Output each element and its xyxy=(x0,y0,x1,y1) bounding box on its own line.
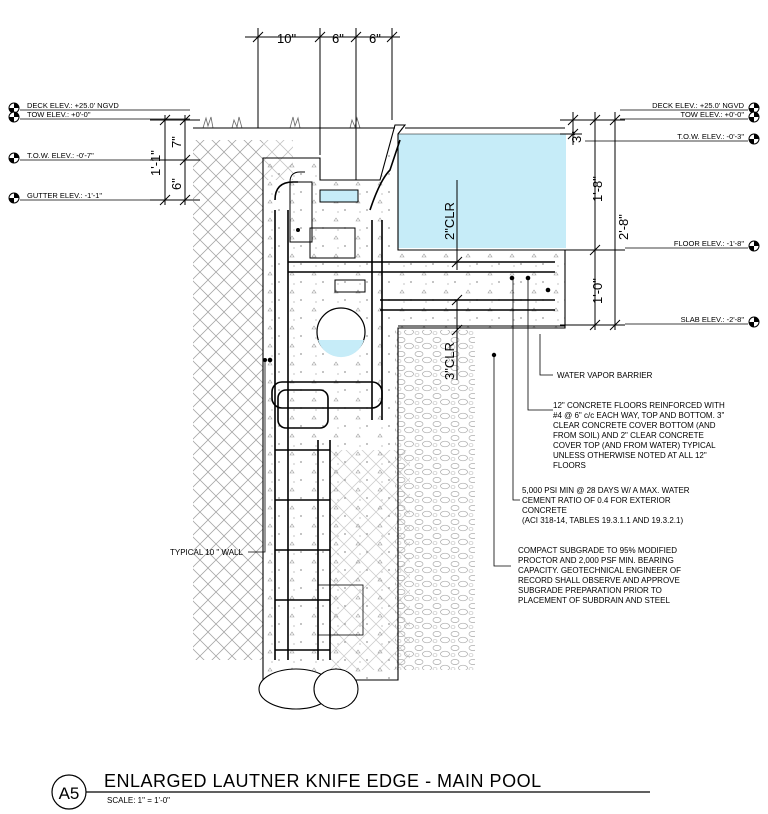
svg-text:SUBGRADE PREPARATION PRIOR TO: SUBGRADE PREPARATION PRIOR TO xyxy=(518,586,662,595)
rebar-dots xyxy=(267,228,551,363)
right-slab-elev: SLAB ELEV.: -2'-8" xyxy=(681,315,745,324)
dim-left-lower: 6" xyxy=(169,178,184,190)
dim-right-1-8: 1'-8" xyxy=(590,176,605,202)
elevation-markers-right xyxy=(585,102,760,328)
note-leaders xyxy=(248,280,553,567)
svg-text:12" CONCRETE FLOORS REINFORCED: 12" CONCRETE FLOORS REINFORCED WITH xyxy=(553,401,725,410)
right-deck-elev: DECK ELEV.: +25.0' NGVD xyxy=(652,101,744,110)
clr-3in: 3"CLR xyxy=(442,342,457,380)
svg-text:CAPACITY. GEOTECHNICAL ENGINEE: CAPACITY. GEOTECHNICAL ENGINEER OF xyxy=(518,566,681,575)
svg-text:#4 @ 6" c/c EACH WAY, TOP AND: #4 @ 6" c/c EACH WAY, TOP AND BOTTOM. 3" xyxy=(553,411,724,420)
dim-left-upper: 7" xyxy=(169,136,184,148)
leader-dots xyxy=(263,352,497,362)
right-floor-elev: FLOOR ELEV.: -1'-8" xyxy=(674,239,744,248)
elevation-markers-left xyxy=(8,102,200,204)
cleanout xyxy=(317,584,364,636)
svg-text:FLOORS: FLOORS xyxy=(553,461,586,470)
detail-tag: A5 xyxy=(59,784,80,803)
note-vapor-barrier: WATER VAPOR BARRIER xyxy=(557,371,653,380)
note-typical-wall: TYPICAL 10 " WALL xyxy=(170,548,243,557)
svg-text:CLEAR CONCRETE COVER BOTTOM (A: CLEAR CONCRETE COVER BOTTOM (AND xyxy=(553,421,716,430)
left-deck-elev: DECK ELEV.: +25.0' NGVD xyxy=(27,101,119,110)
left-tow-top-elev: TOW ELEV.: +0'-0" xyxy=(27,110,91,119)
drain-pipe xyxy=(316,307,366,358)
svg-text:(ACI 318-14, TABLES 19.3.1.1 A: (ACI 318-14, TABLES 19.3.1.1 AND 19.3.2.… xyxy=(522,516,683,525)
clr-2in: 2"CLR xyxy=(442,202,457,240)
top-dimension-line xyxy=(245,28,400,180)
clearance-lines xyxy=(451,180,463,380)
detail-scale: SCALE: 1" = 1'-0" xyxy=(107,796,170,805)
svg-text:CEMENT RATIO OF 0.4 FOR EXTERI: CEMENT RATIO OF 0.4 FOR EXTERIOR xyxy=(522,496,671,505)
footing-pipes xyxy=(258,668,359,710)
svg-text:PROCTOR AND 2,000 PSF MIN. BEA: PROCTOR AND 2,000 PSF MIN. BEARING xyxy=(518,556,674,565)
svg-text:PLACEMENT OF SUBDRAIN AND STEE: PLACEMENT OF SUBDRAIN AND STEEL xyxy=(518,596,670,605)
note-floors: 12" CONCRETE FLOORS REINFORCED WITH #4 @… xyxy=(553,401,725,470)
dim-top-3: 6" xyxy=(369,31,381,46)
detail-title: ENLARGED LAUTNER KNIFE EDGE - MAIN POOL xyxy=(104,771,542,791)
left-gutter-elev: GUTTER ELEV.: -1'-1" xyxy=(27,191,102,200)
dim-right-3: 3" xyxy=(569,131,584,143)
right-dimension-lines xyxy=(560,112,625,331)
gutter-piping xyxy=(289,171,366,293)
svg-text:COVER TOP (AND FROM WATER) TYP: COVER TOP (AND FROM WATER) TYPICAL xyxy=(553,441,716,450)
left-tow-elev: T.O.W. ELEV.: -0'-7" xyxy=(27,151,94,160)
note-psi: 5,000 PSI MIN @ 28 DAYS W/ A MAX. WATER … xyxy=(522,486,690,525)
rebar-cage xyxy=(271,139,555,660)
note-subgrade: COMPACT SUBGRADE TO 95% MODIFIED PROCTOR… xyxy=(518,546,681,605)
svg-text:CONCRETE: CONCRETE xyxy=(522,506,567,515)
svg-text:RECORD SHALL OBSERVE AND APPRO: RECORD SHALL OBSERVE AND APPROVE xyxy=(518,576,680,585)
dim-right-1-0: 1'-0" xyxy=(590,278,605,304)
svg-text:FROM SOIL) AND 2" CLEAR CONCRE: FROM SOIL) AND 2" CLEAR CONCRETE xyxy=(553,431,704,440)
pool-water xyxy=(398,134,566,248)
svg-text:5,000 PSI MIN @ 28 DAYS W/ A M: 5,000 PSI MIN @ 28 DAYS W/ A MAX. WATER xyxy=(522,486,690,495)
dim-right-2-8: 2'-8" xyxy=(616,214,631,240)
dim-top-1: 10" xyxy=(277,31,296,46)
svg-text:UNLESS OTHERWISE NOTED AT ALL: UNLESS OTHERWISE NOTED AT ALL 12" xyxy=(553,451,707,460)
dim-top-2: 6" xyxy=(332,31,344,46)
right-tow-elev: T.O.W. ELEV.: -0'-3" xyxy=(677,132,744,141)
concrete-shell xyxy=(262,124,566,681)
grass-tufts xyxy=(202,116,361,129)
right-tow-top-elev: TOW ELEV.: +0'-0" xyxy=(681,110,745,119)
svg-text:COMPACT SUBGRADE TO 95% MODIFI: COMPACT SUBGRADE TO 95% MODIFIED xyxy=(518,546,677,555)
dim-left-total: 1'-1" xyxy=(148,150,163,176)
